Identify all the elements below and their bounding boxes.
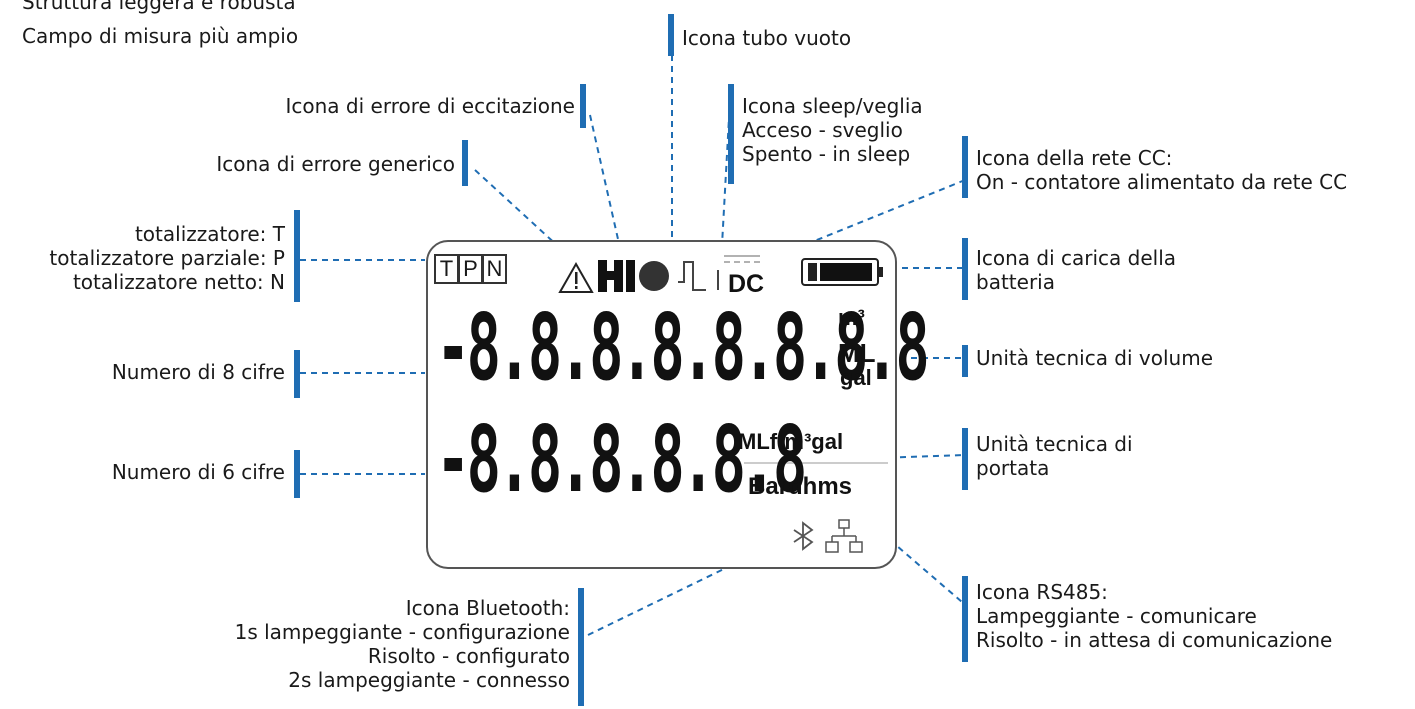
label-rs485-solid: Risolto - in attesa di comunicazione bbox=[976, 628, 1333, 652]
label-errore-eccitazione: Icona di errore di eccitazione bbox=[285, 94, 575, 118]
digits-6: -8.8.8.8.8.8 bbox=[436, 406, 807, 513]
label-numero-8: Numero di 8 cifre bbox=[111, 360, 285, 384]
label-totalizzatore: totalizzatore: T totalizzatore parziale:… bbox=[0, 222, 285, 294]
label-rete-cc-on: On - contatore alimentato da rete CC bbox=[976, 170, 1348, 194]
dc-label: DC bbox=[728, 270, 765, 298]
accent-bar bbox=[728, 84, 734, 184]
accent-bar bbox=[294, 350, 300, 398]
sleep-wave-icon bbox=[678, 261, 706, 291]
label-portata-1: Unità tecnica di bbox=[976, 432, 1133, 456]
totalizer-n-box: N bbox=[482, 254, 507, 284]
label-rs485-blink: Lampeggiante - comunicare bbox=[976, 604, 1257, 628]
feature-text-2: Campo di misura più ampio bbox=[22, 24, 299, 48]
volume-unit-ml: ML bbox=[838, 338, 876, 368]
excitation-error-icon bbox=[598, 260, 635, 292]
label-tot-n: totalizzatore netto: N bbox=[72, 270, 285, 294]
label-unita-portata: Unità tecnica di portata bbox=[976, 432, 1133, 480]
accent-bar bbox=[294, 450, 300, 498]
label-batteria-1: Icona di carica della bbox=[976, 246, 1177, 270]
volume-unit-m3: m³ bbox=[838, 305, 865, 330]
leader-errore-generico bbox=[474, 169, 561, 249]
label-sleep-on: Acceso - sveglio bbox=[742, 118, 903, 142]
label-tubo-vuoto: Icona tubo vuoto bbox=[682, 26, 852, 50]
label-rs485-title: Icona RS485: bbox=[976, 580, 1108, 604]
label-bluetooth: Icona Bluetooth: 1s lampeggiante - confi… bbox=[120, 596, 570, 692]
label-errore-generico: Icona di errore generico bbox=[216, 152, 455, 176]
feature-text-1: Struttura leggera e robusta bbox=[22, 0, 296, 14]
accent-bar bbox=[294, 210, 300, 302]
lcd-icons bbox=[558, 255, 888, 553]
accent-bar bbox=[580, 84, 586, 128]
accent-bar bbox=[962, 576, 968, 662]
label-numero-6: Numero di 6 cifre bbox=[111, 460, 285, 484]
accent-bar bbox=[462, 140, 468, 186]
volume-unit-gal: gal bbox=[840, 365, 872, 390]
label-tot-t: totalizzatore: T bbox=[134, 222, 285, 246]
label-rs485: Icona RS485: Lampeggiante - comunicare R… bbox=[976, 580, 1332, 652]
label-tot-p: totalizzatore parziale: P bbox=[49, 246, 285, 270]
label-rete-cc-title: Icona della rete CC: bbox=[976, 146, 1173, 170]
battery-icon bbox=[801, 258, 883, 286]
accent-bar bbox=[962, 345, 968, 377]
label-sleep-off: Spento - in sleep bbox=[742, 142, 911, 166]
bluetooth-icon bbox=[793, 521, 814, 551]
label-unita-volume: Unità tecnica di volume bbox=[976, 346, 1214, 370]
leader-errore-eccitazione bbox=[589, 114, 621, 249]
lcd-display: T P N bbox=[426, 240, 930, 569]
label-batteria-2: batteria bbox=[976, 270, 1055, 294]
label-batteria: Icona di carica della batteria bbox=[976, 246, 1176, 294]
label-bt-config: 1s lampeggiante - configurazione bbox=[234, 620, 570, 644]
accent-bar bbox=[962, 428, 968, 490]
label-bt-resolved: Risolto - configurato bbox=[367, 644, 570, 668]
rs485-network-icon bbox=[825, 519, 863, 553]
dc-power-icon bbox=[717, 255, 760, 290]
label-bt-connected: 2s lampeggiante - connesso bbox=[288, 668, 570, 692]
warning-icon bbox=[558, 261, 594, 293]
leader-rs485 bbox=[889, 539, 963, 603]
label-portata-2: portata bbox=[976, 456, 1050, 480]
accent-bar bbox=[668, 14, 674, 56]
label-bt-title: Icona Bluetooth: bbox=[405, 596, 570, 620]
flow-units-top: MLftm³gal bbox=[738, 429, 844, 454]
label-sleep: Icona sleep/veglia Acceso - sveglio Spen… bbox=[742, 94, 923, 166]
digits-8: -8.8.8.8.8.8.8.8 bbox=[436, 294, 930, 401]
empty-pipe-icon bbox=[639, 261, 669, 291]
label-rete-cc: Icona della rete CC: On - contatore alim… bbox=[976, 146, 1347, 194]
accent-bar bbox=[962, 136, 968, 198]
label-sleep-title: Icona sleep/veglia bbox=[742, 94, 923, 118]
accent-bar bbox=[962, 238, 968, 300]
flow-units-bottom: Bardhms bbox=[748, 473, 853, 500]
accent-bar bbox=[578, 588, 584, 706]
